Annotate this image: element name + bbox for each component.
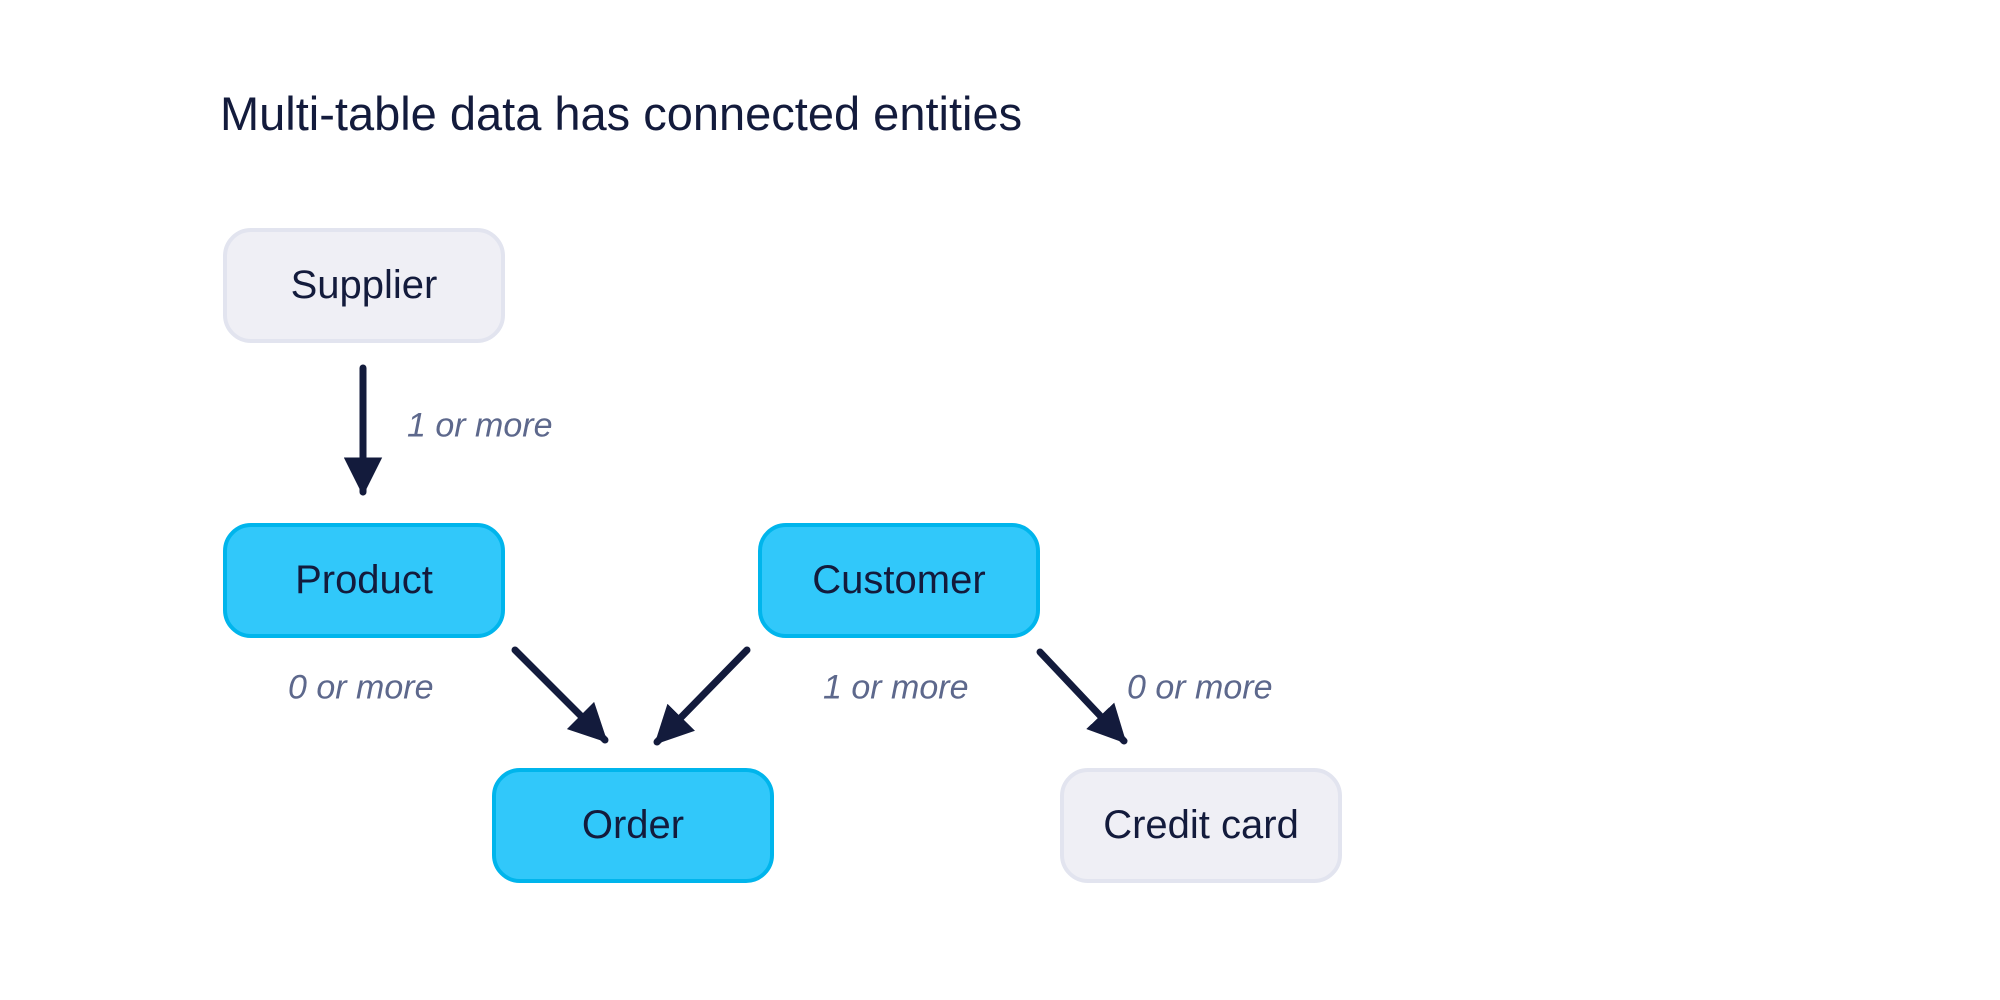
relation-label-product-order: 0 or more [288, 668, 434, 707]
entity-box-customer: Customer [758, 523, 1040, 638]
arrow-customer-to-order [653, 646, 751, 746]
entity-label-product: Product [295, 558, 433, 602]
entity-box-product: Product [223, 523, 505, 638]
relation-label-customer-order: 1 or more [823, 668, 969, 707]
entity-label-credit-card: Credit card [1103, 803, 1299, 847]
arrow-customer-to-credit-card [1036, 648, 1128, 745]
relation-label-customer-credit-card: 0 or more [1127, 668, 1273, 707]
entity-box-credit-card: Credit card [1060, 768, 1342, 883]
entity-box-supplier: Supplier [223, 228, 505, 343]
relation-label-supplier-product: 1 or more [407, 406, 553, 445]
entity-label-customer: Customer [812, 558, 986, 602]
entity-label-order: Order [581, 803, 685, 847]
entity-box-order: Order [492, 768, 774, 883]
arrow-product-to-order [511, 646, 609, 744]
page-title: Multi-table data has connected entities [220, 87, 1023, 140]
entity-label-supplier: Supplier [290, 263, 438, 307]
